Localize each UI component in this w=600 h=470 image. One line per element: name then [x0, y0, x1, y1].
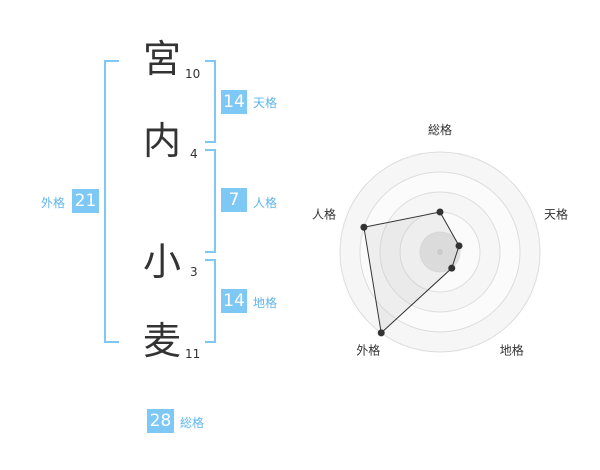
gaikaku-bracket [104, 60, 119, 343]
tenkaku-bracket [205, 60, 216, 143]
chikaku-bracket [205, 259, 216, 343]
soukaku-value-badge: 28 [147, 409, 174, 433]
stroke-count-2: 4 [190, 147, 198, 161]
name-char-3: 小 [143, 240, 182, 284]
radar-axis-label-1: 天格 [544, 206, 568, 221]
radar-point-3 [377, 329, 385, 337]
radar-axis-label-2: 地格 [500, 343, 524, 358]
name-char-4: 麦 [143, 319, 182, 363]
tenkaku-label: 天格 [253, 96, 278, 110]
gaikaku-label: 外格 [41, 196, 66, 210]
chikaku-label: 地格 [253, 296, 278, 310]
chikaku-value-badge: 14 [221, 289, 247, 313]
radar-point-1 [455, 242, 463, 250]
jinkaku-bracket [205, 149, 216, 253]
radar-data-polygon [363, 211, 460, 334]
stroke-count-4: 11 [185, 347, 201, 361]
jinkaku-label: 人格 [253, 196, 278, 210]
radar-axis-label-3: 外格 [356, 343, 380, 358]
radar-axis-label-4: 人格 [312, 206, 336, 221]
radar-axis-label-0: 総格 [428, 122, 452, 137]
stroke-count-3: 3 [190, 265, 198, 279]
soukaku-label: 総格 [180, 416, 205, 430]
tenkaku-value-badge: 14 [221, 90, 247, 114]
radar-center-dot [437, 249, 443, 255]
stroke-count-1: 10 [185, 67, 201, 81]
name-char-1: 宮 [143, 37, 182, 81]
radar-data-points [360, 208, 463, 337]
name-char-2: 内 [143, 119, 182, 163]
radar-point-4 [360, 223, 368, 231]
radar-point-2 [448, 264, 456, 272]
jinkaku-value-badge: 7 [221, 188, 247, 212]
radar-rings [339, 151, 541, 353]
radar-point-0 [436, 208, 444, 216]
gaikaku-value-badge: 21 [72, 189, 99, 213]
